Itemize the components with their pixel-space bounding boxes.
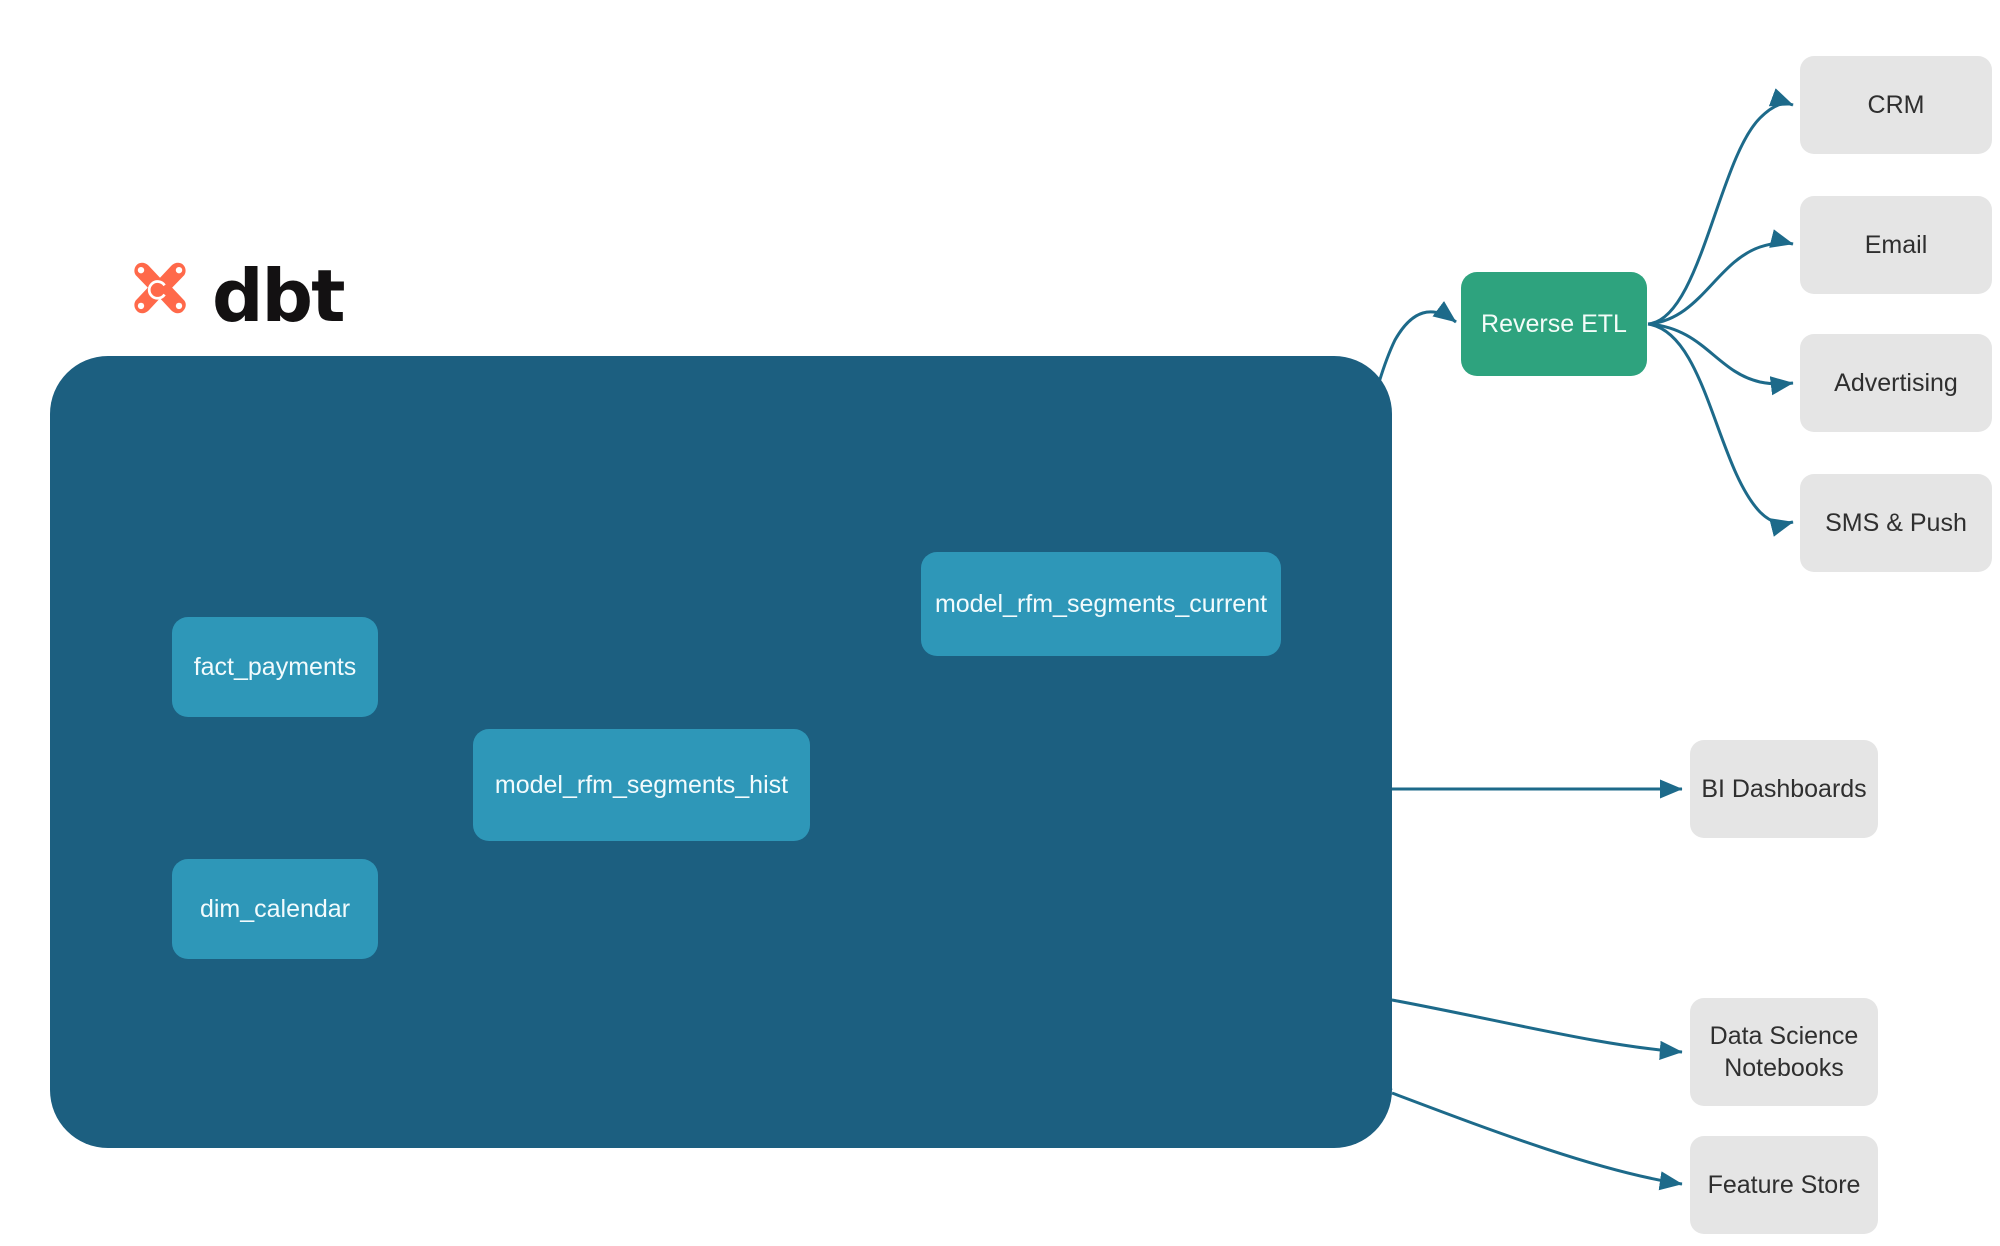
- model-node-rfm-segments-hist[interactable]: model_rfm_segments_hist: [473, 729, 810, 841]
- dbt-wordmark: dbt: [212, 254, 345, 338]
- model-node-dim-calendar[interactable]: dim_calendar: [172, 859, 378, 959]
- model-node-fact-payments[interactable]: fact_payments: [172, 617, 378, 717]
- destination-node-crm[interactable]: CRM: [1800, 56, 1992, 154]
- edge-reverse-etl-to-advertising: [1647, 322, 1794, 396]
- node-label-line-1: Data Science: [1709, 1022, 1859, 1050]
- model-node-rfm-segments-current[interactable]: model_rfm_segments_current: [921, 552, 1281, 656]
- destination-node-sms-push[interactable]: SMS & Push: [1800, 474, 1992, 572]
- node-label: Feature Store: [1707, 1171, 1861, 1199]
- edge-warehouse-to-feature-store: [1391, 1091, 1683, 1191]
- destination-node-advertising[interactable]: Advertising: [1800, 334, 1992, 432]
- reverse-etl-node[interactable]: Reverse ETL: [1461, 272, 1647, 376]
- node-label: model_rfm_segments_hist: [494, 770, 789, 799]
- edge-reverse-etl-to-sms-push: [1647, 322, 1794, 537]
- node-label: Reverse ETL: [1481, 309, 1627, 338]
- edge-reverse-etl-to-email: [1647, 229, 1794, 326]
- dbt-x-mark-icon: [134, 262, 186, 314]
- node-label: SMS & Push: [1825, 509, 1967, 537]
- edge-reverse-etl-to-crm: [1647, 88, 1794, 326]
- node-label-line-2: Notebooks: [1724, 1054, 1844, 1082]
- node-label: Email: [1864, 231, 1928, 259]
- dbt-logo: dbt: [122, 254, 345, 338]
- node-label: Advertising: [1834, 369, 1958, 397]
- node-label: dim_calendar: [199, 894, 351, 923]
- destination-node-data-science-notebooks[interactable]: Data Science Notebooks: [1690, 998, 1878, 1106]
- node-label: BI Dashboards: [1701, 775, 1867, 803]
- node-label: Data Science Notebooks: [1710, 1020, 1859, 1084]
- node-label: CRM: [1867, 91, 1925, 119]
- edge-warehouse-to-data-science-notebooks: [1391, 998, 1683, 1060]
- node-label: model_rfm_segments_current: [934, 589, 1268, 618]
- destination-node-feature-store[interactable]: Feature Store: [1690, 1136, 1878, 1234]
- destination-node-bi-dashboards[interactable]: BI Dashboards: [1690, 740, 1878, 838]
- destination-node-email[interactable]: Email: [1800, 196, 1992, 294]
- node-label: fact_payments: [193, 652, 357, 681]
